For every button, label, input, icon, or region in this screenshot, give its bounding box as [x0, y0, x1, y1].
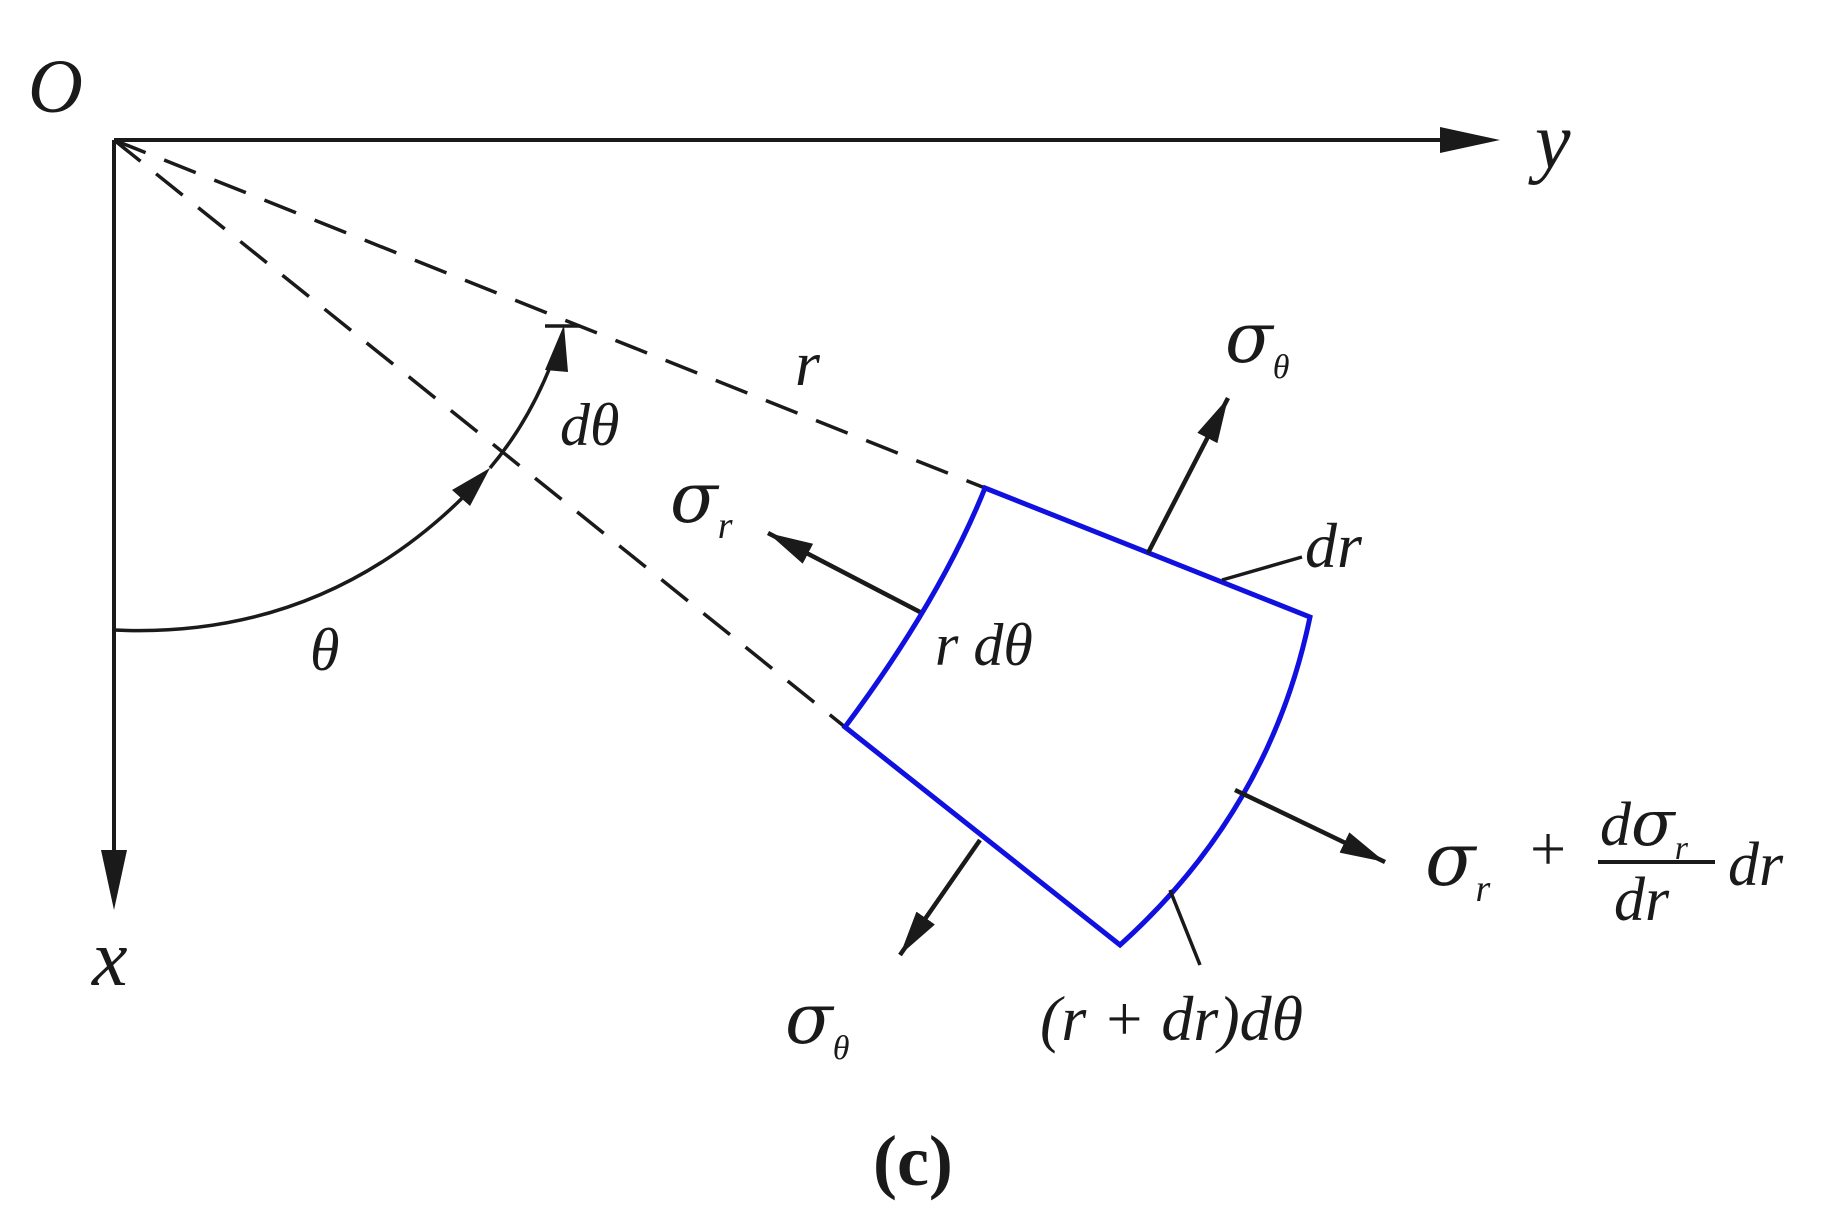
origin-label: O [28, 45, 83, 129]
formula-plus: + [1530, 813, 1566, 884]
r-dtheta-label: r dθ [935, 612, 1033, 678]
svg-text:σr: σr [1425, 817, 1491, 910]
y-axis-label: y [1528, 98, 1571, 186]
y-axis-arrowhead [1440, 127, 1500, 153]
svg-text:dσr: dσr [1600, 787, 1689, 867]
outer-stress-formula: σr + dσr dr dr [1425, 787, 1784, 934]
formula-trailing-dr: dr [1728, 831, 1784, 899]
sigma-theta-bottom-arrow [898, 838, 982, 957]
sigma-r-arrow [766, 531, 922, 614]
fraction-denominator: dr [1614, 866, 1670, 934]
sigma-r-label: σr [670, 457, 733, 547]
dtheta-label: dθ [560, 392, 619, 458]
sigma-theta-top-label: σθ [1225, 297, 1290, 386]
outer-arc-leader [1168, 889, 1202, 966]
radius-label: r [795, 328, 821, 399]
sigma-theta-top-arrow [1146, 396, 1230, 555]
theta-arc-arrowhead [452, 468, 490, 506]
x-axis-label: x [91, 915, 128, 1003]
upper-radial-line [113, 138, 986, 490]
sigma-theta-bottom-label: σθ [785, 978, 850, 1067]
dtheta-arc-arrowhead [545, 325, 568, 372]
figure-caption: (c) [873, 1121, 953, 1201]
theta-label: θ [310, 617, 339, 683]
theta-arc [113, 478, 482, 633]
outer-stress-arrow [1234, 787, 1386, 865]
polar-element-outline [841, 484, 1313, 949]
lower-radial-line [112, 138, 847, 729]
dr-label: dr [1305, 510, 1363, 581]
x-axis-arrowhead [101, 850, 127, 910]
dr-leader [1221, 555, 1303, 582]
outer-arc-label: (r + dr)dθ [1040, 983, 1303, 1054]
